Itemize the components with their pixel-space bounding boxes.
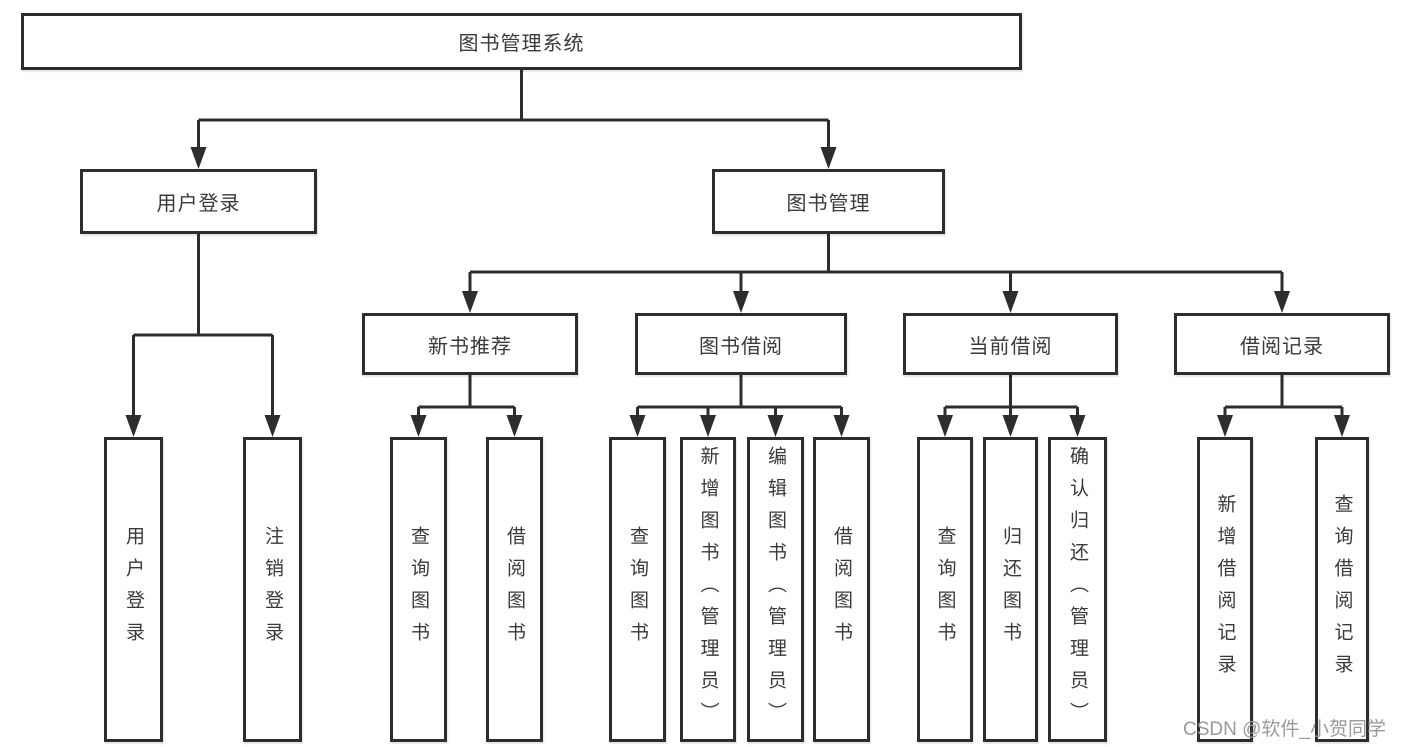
arrowhead-icon — [1069, 415, 1086, 437]
node-label: 查询图书 — [934, 525, 956, 654]
node-label: 用户登录 — [156, 193, 241, 215]
node-label: 当前借阅 — [968, 335, 1053, 358]
arrowhead-icon — [410, 415, 427, 437]
node-label: 新增图书（管理员） — [697, 445, 719, 734]
leaf-return-books: 归还图书 — [983, 437, 1038, 742]
arrowheads-user-login — [125, 415, 281, 437]
node-label: 注销登录 — [262, 525, 283, 654]
node-label: 确认归还（管理员） — [1067, 445, 1088, 734]
leaf-confirm-return-admin: 确认归还（管理员） — [1048, 437, 1107, 742]
leaf-borrow-books-recommend: 借阅图书 — [486, 437, 543, 742]
arrowhead-icon — [1002, 415, 1019, 437]
leaf-add-books-admin: 新增图书（管理员） — [680, 437, 736, 742]
arrowhead-icon — [1274, 291, 1290, 313]
node-label: 新书推荐 — [428, 335, 512, 358]
connector-new-books-children — [417, 375, 516, 418]
arrowhead-icon — [820, 147, 837, 169]
leaf-query-books-borrow: 查询图书 — [609, 437, 666, 742]
leaf-add-borrow-record: 新增借阅记录 — [1197, 437, 1253, 742]
connector-user-login-children — [132, 234, 274, 418]
csdn-watermark: CSDN @软件_小贺同学 — [1183, 719, 1386, 740]
arrowhead-icon — [462, 291, 478, 313]
node-library-management-system: 图书管理系统 — [21, 13, 1022, 70]
arrowheads-book-borrow — [629, 415, 850, 437]
leaf-logout: 注销登录 — [243, 437, 302, 742]
leaf-user-login: 用户登录 — [104, 437, 163, 742]
arrowhead-icon — [125, 415, 142, 437]
arrowhead-icon — [767, 415, 784, 437]
arrowheads-level3 — [462, 291, 1290, 313]
arrowhead-icon — [833, 415, 850, 437]
arrowheads-new-books — [410, 415, 523, 437]
node-label: 用户登录 — [123, 525, 144, 654]
node-new-book-recommendation: 新书推荐 — [362, 313, 578, 375]
leaf-borrow-books: 借阅图书 — [813, 437, 870, 742]
arrowhead-icon — [1334, 415, 1350, 437]
node-label: 借阅记录 — [1240, 335, 1324, 358]
arrowhead-icon — [937, 415, 953, 437]
arrowhead-icon — [264, 415, 281, 437]
connector-book-borrow-children — [636, 375, 843, 418]
connector-current-borrow-children — [943, 375, 1079, 418]
leaf-edit-books-admin: 编辑图书（管理员） — [747, 437, 804, 742]
leaf-query-borrow-record: 查询借阅记录 — [1315, 437, 1369, 742]
node-label: 查询借阅记录 — [1331, 493, 1353, 686]
connector-root-to-level2 — [197, 70, 830, 150]
node-label: 查询图书 — [408, 525, 429, 654]
arrowheads-current-borrow — [937, 415, 1086, 437]
arrowhead-icon — [1217, 415, 1233, 437]
node-label: 借阅图书 — [831, 525, 852, 654]
arrowhead-icon — [700, 415, 716, 437]
arrowheads-level2 — [190, 147, 837, 169]
arrowhead-icon — [506, 415, 523, 437]
arrowhead-icon — [190, 147, 207, 169]
leaf-query-books-recommend: 查询图书 — [390, 437, 447, 742]
node-label: 新增借阅记录 — [1214, 493, 1236, 686]
arrowhead-icon — [629, 415, 646, 437]
node-book-borrowing: 图书借阅 — [635, 313, 847, 375]
connector-borrow-records-children — [1223, 375, 1344, 418]
node-label: 归还图书 — [1000, 525, 1021, 654]
node-label: 图书管理 — [786, 193, 871, 215]
node-book-management: 图书管理 — [712, 169, 945, 234]
node-borrowing-records: 借阅记录 — [1174, 313, 1390, 375]
connector-book-management-children — [468, 234, 1284, 294]
node-label: 图书管理系统 — [458, 33, 585, 55]
arrowheads-borrow-records — [1217, 415, 1350, 437]
node-label: 图书借阅 — [699, 335, 783, 358]
node-label: 借阅图书 — [504, 525, 525, 654]
arrowhead-icon — [733, 291, 749, 313]
leaf-query-books-current: 查询图书 — [917, 437, 973, 742]
node-label: 查询图书 — [627, 525, 648, 654]
node-label: 编辑图书（管理员） — [765, 445, 786, 734]
arrowhead-icon — [1002, 291, 1019, 313]
node-user-login: 用户登录 — [80, 169, 317, 234]
node-current-borrowing: 当前借阅 — [903, 313, 1118, 375]
